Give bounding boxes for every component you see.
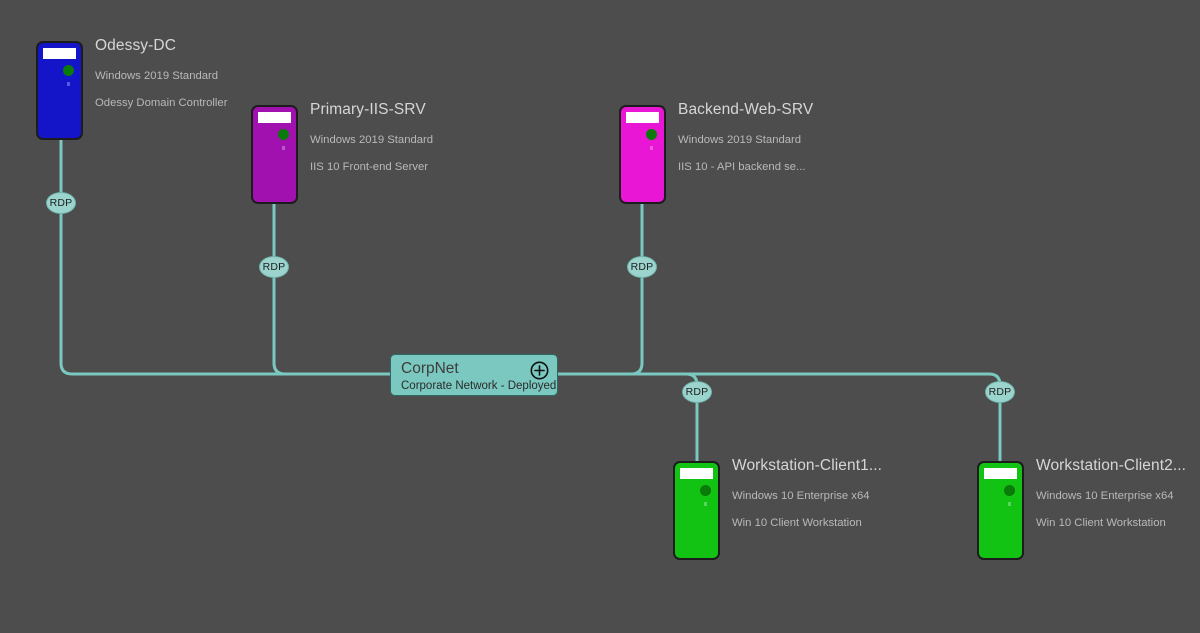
node-role: IIS 10 Front-end Server bbox=[310, 161, 429, 173]
node-label-group: Workstation-Client2... Windows 10 Enterp… bbox=[1036, 457, 1186, 530]
device-titlebar bbox=[258, 112, 291, 123]
plus-circle-icon[interactable] bbox=[530, 361, 549, 380]
node-title: Workstation-Client1... bbox=[732, 457, 883, 474]
node-os: Windows 10 Enterprise x64 bbox=[1036, 490, 1174, 502]
node-role: Odessy Domain Controller bbox=[95, 97, 228, 109]
status-dot-running bbox=[63, 65, 74, 76]
device-icon[interactable] bbox=[251, 105, 298, 204]
node-os: Windows 2019 Standard bbox=[310, 134, 434, 146]
device-icon[interactable] bbox=[619, 105, 666, 204]
device-mini-mark bbox=[282, 146, 285, 150]
rdp-badge-primary-iis[interactable]: RDP bbox=[259, 256, 289, 278]
device-titlebar bbox=[984, 468, 1017, 479]
node-title: Odessy-DC bbox=[95, 37, 176, 54]
rdp-badge-backend-web[interactable]: RDP bbox=[627, 256, 657, 278]
node-label-group: Primary-IIS-SRV Windows 2019 Standard II… bbox=[310, 101, 433, 174]
node-title: Workstation-Client2... bbox=[1036, 457, 1187, 474]
node-label-group: Odessy-DC Windows 2019 Standard Odessy D… bbox=[95, 37, 227, 110]
wire-client1 bbox=[556, 372, 699, 463]
node-title: Backend-Web-SRV bbox=[678, 101, 814, 118]
device-titlebar bbox=[680, 468, 713, 479]
device-titlebar bbox=[43, 48, 76, 59]
network-title: CorpNet bbox=[401, 360, 459, 377]
node-os: Windows 2019 Standard bbox=[95, 70, 219, 82]
status-dot-running bbox=[646, 129, 657, 140]
wire-backend-web bbox=[556, 202, 644, 376]
device-mini-mark bbox=[1008, 502, 1011, 506]
device-icon[interactable] bbox=[977, 461, 1024, 560]
device-icon[interactable] bbox=[36, 41, 83, 140]
node-os: Windows 2019 Standard bbox=[678, 134, 802, 146]
node-role: IIS 10 - API backend se... bbox=[678, 161, 806, 173]
node-label-group: Backend-Web-SRV Windows 2019 Standard II… bbox=[678, 101, 813, 174]
device-mini-mark bbox=[650, 146, 653, 150]
status-dot-running bbox=[1004, 485, 1015, 496]
node-role: Win 10 Client Workstation bbox=[732, 517, 862, 529]
status-dot-running bbox=[278, 129, 289, 140]
device-icon[interactable] bbox=[673, 461, 720, 560]
rdp-badge-client2[interactable]: RDP bbox=[985, 381, 1015, 403]
device-mini-mark bbox=[704, 502, 707, 506]
wire-client2 bbox=[556, 372, 1002, 463]
network-description: Corporate Network - Deployed bbox=[401, 380, 557, 392]
node-title: Primary-IIS-SRV bbox=[310, 101, 426, 118]
wire-primary-iis bbox=[272, 202, 392, 376]
rdp-badge-odessy-dc[interactable]: RDP bbox=[46, 192, 76, 214]
network-node-corpnet[interactable]: CorpNet Corporate Network - Deployed bbox=[390, 354, 558, 396]
wire-odessy-dc bbox=[59, 138, 392, 376]
device-titlebar bbox=[626, 112, 659, 123]
rdp-badge-client1[interactable]: RDP bbox=[682, 381, 712, 403]
status-dot-running bbox=[700, 485, 711, 496]
node-label-group: Workstation-Client1... Windows 10 Enterp… bbox=[732, 457, 882, 530]
node-os: Windows 10 Enterprise x64 bbox=[732, 490, 870, 502]
node-role: Win 10 Client Workstation bbox=[1036, 517, 1166, 529]
device-mini-mark bbox=[67, 82, 70, 86]
